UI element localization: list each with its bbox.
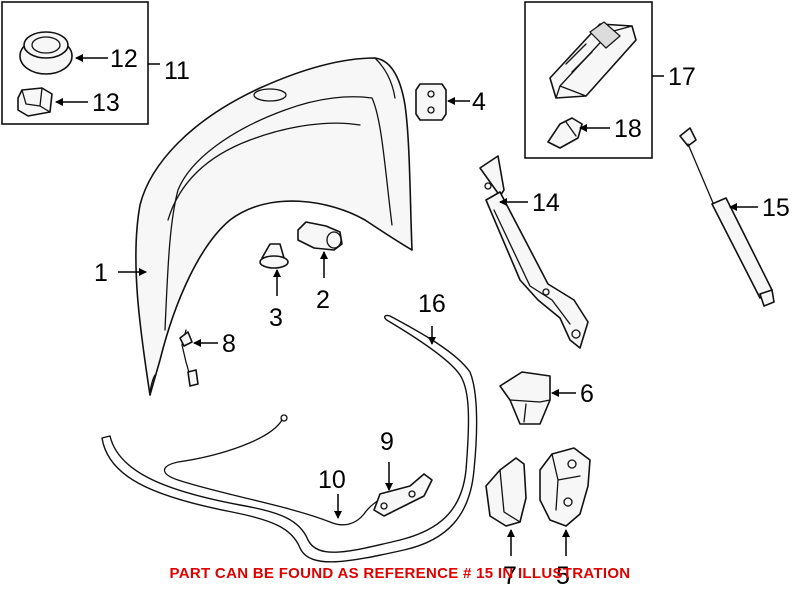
- kit-box-17: [524, 1, 664, 159]
- part-9-lock-bracket[interactable]: [373, 473, 433, 517]
- reference-note: PART CAN BE FOUND AS REFERENCE # 15 IN I…: [169, 565, 631, 582]
- part-7-lock-cover[interactable]: [485, 457, 527, 527]
- part-16-seal[interactable]: [101, 314, 478, 563]
- kit-box-17-frame: [524, 1, 653, 159]
- part-12-cap[interactable]: [19, 31, 73, 75]
- callout-9: 9: [380, 428, 394, 456]
- part-17-lamp-housing[interactable]: [549, 21, 637, 99]
- part-15-gas-strut[interactable]: [679, 127, 775, 307]
- callout-11: 11: [164, 57, 190, 85]
- part-8-cable[interactable]: [179, 329, 199, 387]
- callout-12: 12: [110, 45, 138, 73]
- callout-18: 18: [614, 115, 642, 143]
- part-3-stopper[interactable]: [259, 243, 289, 269]
- kit-box-11: [1, 1, 160, 125]
- part-10-release-cable[interactable]: [163, 414, 401, 526]
- callout-8: 8: [222, 330, 236, 358]
- part-2-bumper[interactable]: [297, 221, 343, 251]
- part-13-clip[interactable]: [17, 87, 53, 117]
- callout-1: 1: [94, 259, 108, 287]
- part-6-striker[interactable]: [499, 371, 551, 425]
- part-1-trunk-lid[interactable]: [135, 57, 413, 396]
- part-4-bracket[interactable]: [415, 83, 447, 121]
- kit-box-11-frame: [1, 1, 149, 125]
- callout-3: 3: [269, 304, 283, 332]
- part-5-latch[interactable]: [539, 447, 591, 527]
- callout-16: 16: [418, 290, 446, 318]
- callout-5: 5: [556, 562, 570, 590]
- part-18-bulb[interactable]: [547, 117, 583, 149]
- callout-10: 10: [318, 466, 346, 494]
- callout-15: 15: [762, 194, 790, 222]
- callout-17: 17: [668, 63, 696, 91]
- callout-14: 14: [532, 189, 560, 217]
- callout-4: 4: [472, 88, 486, 116]
- callout-2: 2: [316, 286, 330, 314]
- part-14-hinge[interactable]: [479, 155, 589, 349]
- callout-13: 13: [92, 89, 120, 117]
- callout-6: 6: [580, 380, 594, 408]
- callout-7: 7: [503, 562, 517, 590]
